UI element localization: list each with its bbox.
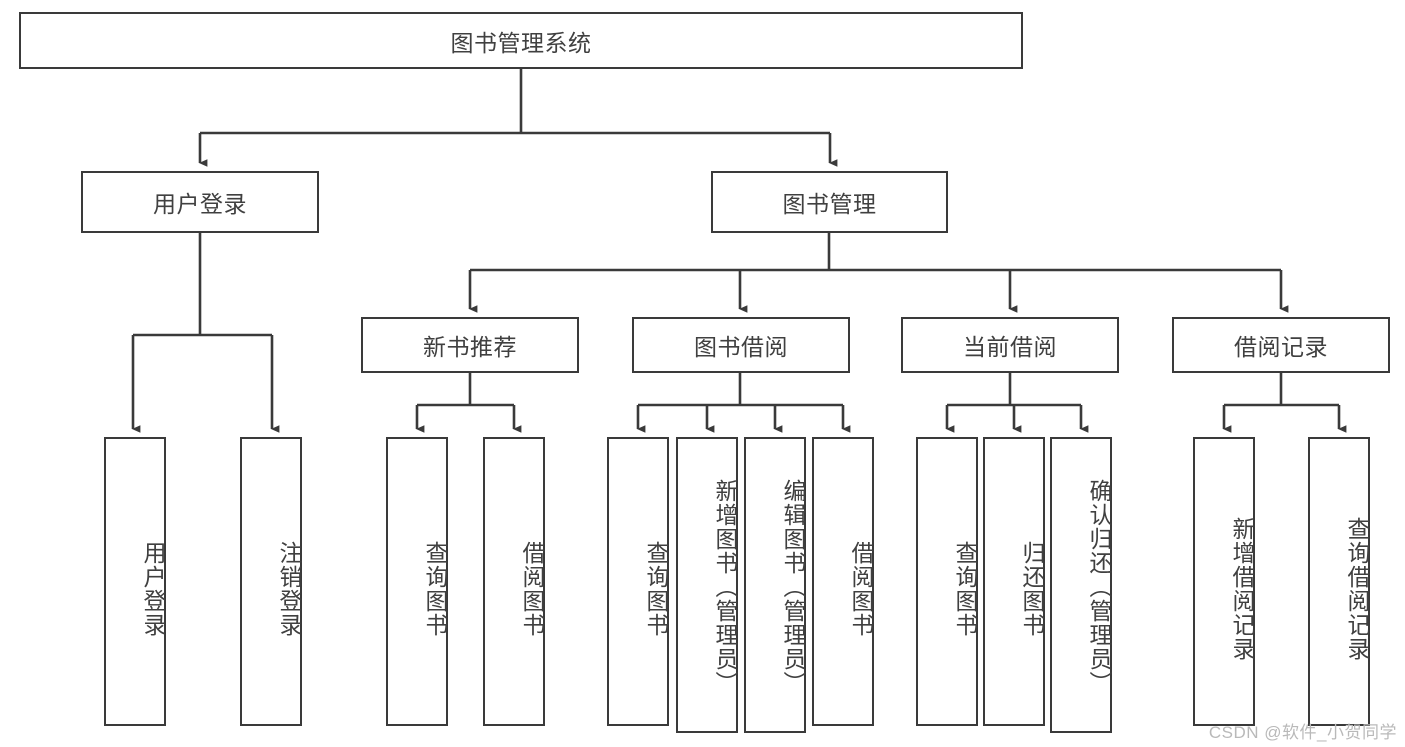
node-book-borrow[interactable]: 图书借阅	[632, 317, 850, 373]
node-borrow-record[interactable]: 借阅记录	[1172, 317, 1390, 373]
node-current-borrow[interactable]: 当前借阅	[901, 317, 1119, 373]
leaf-add-book-admin-label: 新增图书（管理员）	[712, 479, 738, 695]
node-root-label: 图书管理系统	[450, 29, 592, 56]
leaf-user-login[interactable]: 用户登录	[104, 437, 166, 726]
leaf-edit-book-admin[interactable]: 编辑图书（管理员）	[744, 437, 806, 733]
leaf-user-login-label: 用户登录	[140, 540, 166, 637]
leaf-borrow-book-recommend[interactable]: 借阅图书	[483, 437, 545, 726]
node-user-login-label: 用户登录	[153, 191, 247, 217]
leaf-query-borrow-record[interactable]: 查询借阅记录	[1308, 437, 1370, 726]
leaf-add-borrow-record-label: 新增借阅记录	[1229, 516, 1255, 661]
leaf-confirm-return-admin[interactable]: 确认归还（管理员）	[1050, 437, 1112, 733]
leaf-query-book-recommend[interactable]: 查询图书	[386, 437, 448, 726]
node-book-management[interactable]: 图书管理	[711, 171, 948, 233]
node-current-borrow-label: 当前借阅	[963, 334, 1057, 360]
leaf-query-book-borrow[interactable]: 查询图书	[607, 437, 669, 726]
node-root[interactable]: 图书管理系统	[19, 12, 1023, 69]
leaf-query-book-current-label: 查询图书	[952, 540, 978, 637]
leaf-add-book-admin[interactable]: 新增图书（管理员）	[676, 437, 738, 733]
leaf-edit-book-admin-label: 编辑图书（管理员）	[780, 479, 806, 695]
leaf-confirm-return-admin-label: 确认归还（管理员）	[1086, 479, 1112, 695]
leaf-query-book-recommend-label: 查询图书	[422, 540, 448, 637]
node-book-borrow-label: 图书借阅	[694, 334, 788, 360]
leaf-return-book[interactable]: 归还图书	[983, 437, 1045, 726]
leaf-add-borrow-record[interactable]: 新增借阅记录	[1193, 437, 1255, 726]
node-user-login[interactable]: 用户登录	[81, 171, 319, 233]
leaf-return-book-label: 归还图书	[1019, 540, 1045, 637]
leaf-borrow-book-label: 借阅图书	[848, 540, 874, 637]
node-borrow-record-label: 借阅记录	[1234, 334, 1328, 360]
leaf-borrow-book-recommend-label: 借阅图书	[519, 540, 545, 637]
leaf-logout[interactable]: 注销登录	[240, 437, 302, 726]
node-new-book-recommend-label: 新书推荐	[423, 334, 517, 360]
node-new-book-recommend[interactable]: 新书推荐	[361, 317, 579, 373]
csdn-watermark: CSDN @软件_小贺同学	[1208, 723, 1397, 742]
node-book-management-label: 图书管理	[782, 191, 877, 217]
leaf-query-book-borrow-label: 查询图书	[643, 540, 669, 637]
leaf-logout-label: 注销登录	[276, 540, 302, 637]
leaf-query-borrow-record-label: 查询借阅记录	[1344, 516, 1370, 661]
leaf-query-book-current[interactable]: 查询图书	[916, 437, 978, 726]
leaf-borrow-book[interactable]: 借阅图书	[812, 437, 874, 726]
